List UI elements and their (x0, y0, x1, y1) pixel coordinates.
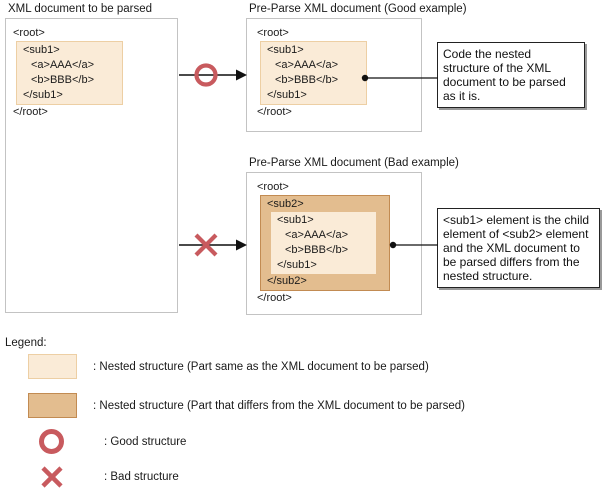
source-panel-title: XML document to be parsed (8, 3, 153, 15)
same-structure-highlight: <sub1> <a>AAA</a> <b>BBB</b> </sub1> (260, 41, 367, 105)
legend-title: Legend: (5, 337, 47, 349)
code-line: <sub1> (277, 214, 314, 226)
bad-panel-title: Pre-Parse XML document (Bad example) (249, 157, 459, 169)
code-line: <b>BBB</b> (275, 74, 338, 86)
code-line: <root> (257, 27, 289, 39)
code-line: <sub1> (267, 44, 304, 56)
same-structure-highlight: <sub1> <a>AAA</a> <b>BBB</b> </sub1> (16, 41, 123, 105)
legend-label: : Bad structure (104, 470, 179, 483)
code-line: </sub1> (277, 259, 317, 271)
diff-structure-swatch (28, 393, 77, 418)
good-callout: Code the nested structure of the XML doc… (437, 42, 585, 108)
code-line: <a>AAA</a> (31, 59, 94, 71)
legend-label: : Nested structure (Part that differs fr… (93, 399, 466, 412)
code-line: <b>BBB</b> (285, 244, 348, 256)
legend-label: : Nested structure (Part same as the XML… (93, 360, 429, 373)
bad-flow-arrow (179, 239, 247, 251)
code-line: <root> (13, 27, 45, 39)
code-line: <sub1> (23, 44, 60, 56)
code-line: </root> (13, 106, 48, 118)
diff-structure-highlight: <sub2> <sub1> <a>AAA</a> <b>BBB</b> </su… (260, 195, 390, 291)
code-line: </sub1> (23, 89, 63, 101)
code-line: </sub2> (267, 275, 307, 287)
source-panel: <root> <sub1> <a>AAA</a> <b>BBB</b> </su… (5, 18, 178, 313)
code-line: <a>AAA</a> (275, 59, 338, 71)
source-code: <root> <sub1> <a>AAA</a> <b>BBB</b> </su… (6, 19, 177, 120)
code-line: </root> (257, 106, 292, 118)
code-line: <a>AAA</a> (285, 229, 348, 241)
bad-structure-icon (194, 233, 218, 257)
good-code: <root> <sub1> <a>AAA</a> <b>BBB</b> </su… (247, 19, 421, 120)
same-structure-swatch (28, 354, 77, 379)
good-flow-arrow (179, 69, 247, 81)
code-line: <sub2> (267, 198, 304, 210)
same-structure-highlight: <sub1> <a>AAA</a> <b>BBB</b> </sub1> (271, 212, 376, 274)
code-line: <root> (257, 181, 289, 193)
bad-structure-icon (41, 466, 63, 488)
code-line: <b>BBB</b> (31, 74, 94, 86)
good-panel: <root> <sub1> <a>AAA</a> <b>BBB</b> </su… (246, 18, 422, 132)
legend-label: : Good structure (104, 435, 187, 448)
good-structure-icon (39, 429, 64, 454)
bad-code: <root> <sub2> <sub1> <a>AAA</a> <b>BBB</… (247, 173, 421, 306)
code-line: </root> (257, 292, 292, 304)
good-panel-title: Pre-Parse XML document (Good example) (249, 3, 467, 15)
bad-panel: <root> <sub2> <sub1> <a>AAA</a> <b>BBB</… (246, 172, 422, 315)
code-line: </sub1> (267, 89, 307, 101)
bad-callout: <sub1> element is the child element of <… (437, 208, 600, 288)
good-structure-icon (194, 63, 218, 87)
